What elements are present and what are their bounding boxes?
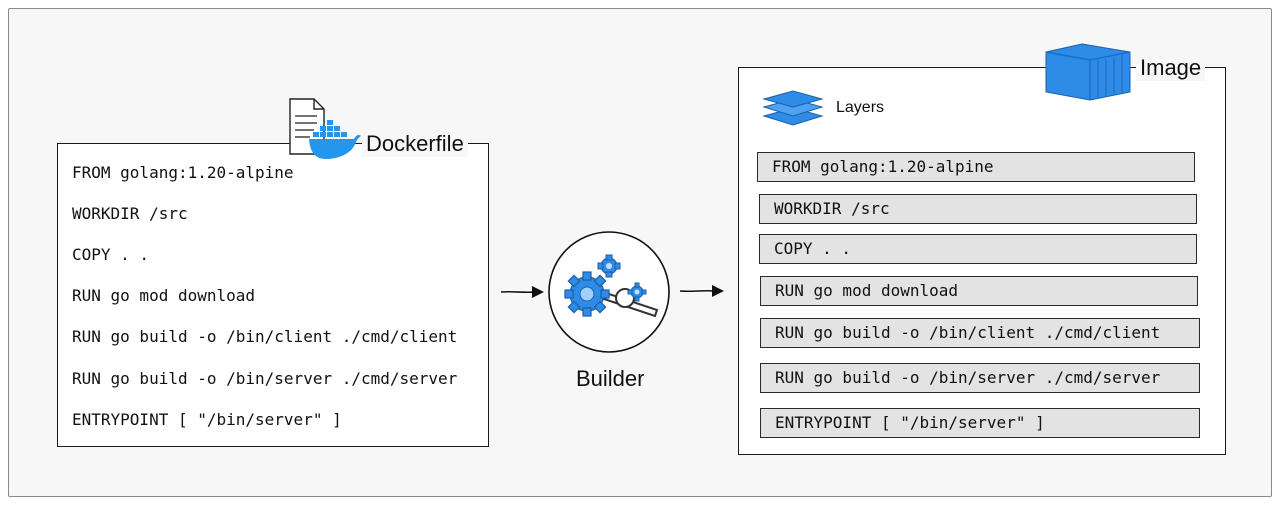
builder-label: Builder: [576, 366, 645, 391]
shipping-container-icon: [1045, 43, 1131, 101]
layer-row: RUN go build -o /bin/client ./cmd/client: [760, 318, 1200, 348]
dockerfile-box: FROM golang:1.20-alpine WORKDIR /src COP…: [57, 143, 489, 447]
dockerfile-title: Dockerfile: [362, 131, 468, 157]
layers-label: Layers: [836, 99, 885, 116]
builder-icon: [548, 231, 670, 353]
layer-row: COPY . .: [759, 234, 1197, 264]
dockerfile-line: ENTRYPOINT [ "/bin/server" ]: [72, 410, 342, 429]
dockerfile-line: RUN go build -o /bin/server ./cmd/server: [72, 369, 458, 388]
dockerfile-line: FROM golang:1.20-alpine: [72, 163, 294, 182]
layer-row: FROM golang:1.20-alpine: [757, 152, 1195, 182]
arrow-to-image: [679, 285, 724, 297]
layer-row: ENTRYPOINT [ "/bin/server" ]: [760, 408, 1200, 438]
dockerfile-line: COPY . .: [72, 245, 150, 264]
docker-file-icon: [289, 98, 361, 159]
dockerfile-line: RUN go build -o /bin/client ./cmd/client: [72, 327, 458, 346]
arrow-to-builder: [500, 286, 544, 298]
dockerfile-line: RUN go mod download: [72, 286, 256, 305]
layer-row: RUN go build -o /bin/server ./cmd/server: [760, 363, 1200, 393]
image-title: Image: [1136, 55, 1206, 81]
dockerfile-line: WORKDIR /src: [72, 204, 188, 223]
layers-stack-icon: [762, 90, 824, 126]
gears-wrench-icon: [564, 254, 659, 318]
layer-row: RUN go mod download: [760, 276, 1198, 306]
layer-row: WORKDIR /src: [759, 194, 1197, 224]
